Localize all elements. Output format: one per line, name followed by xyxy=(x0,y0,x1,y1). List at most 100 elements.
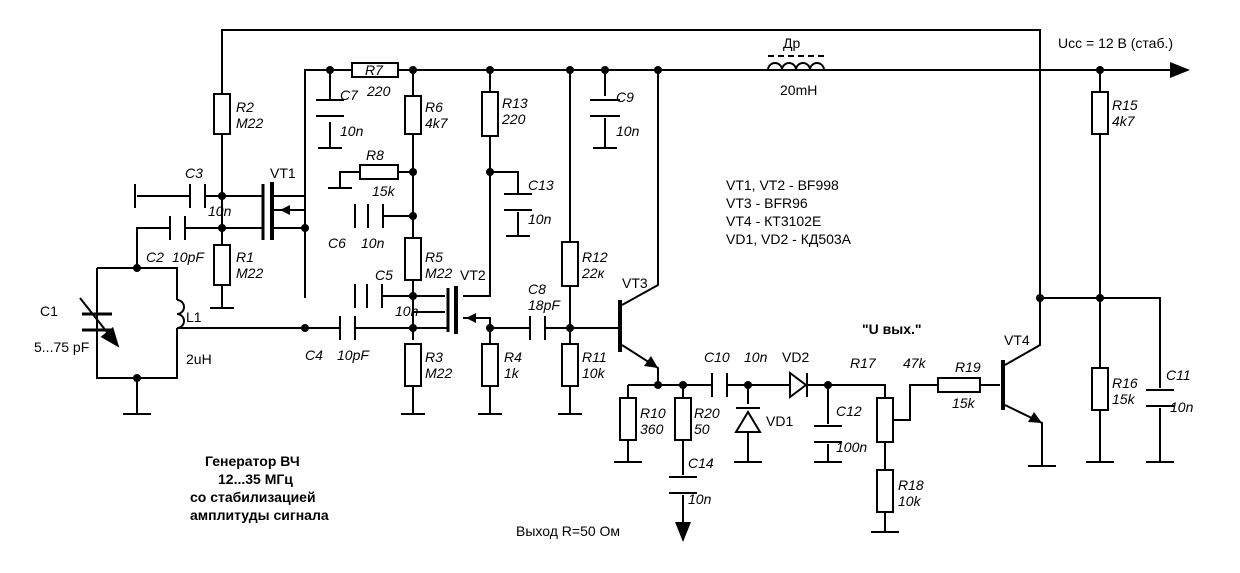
resistor-r1 xyxy=(213,244,231,286)
label-c13-ref: C13 xyxy=(528,177,554,193)
junction-dots xyxy=(133,66,1104,389)
transistor-vt4 xyxy=(1001,360,1042,423)
label-r16-value: 15k xyxy=(1112,391,1136,407)
label-c5-value: 10n xyxy=(395,303,419,319)
capacitors xyxy=(79,99,1174,494)
capacitor-c2 xyxy=(169,216,186,240)
label-c1-ref: C1 xyxy=(40,303,58,319)
label-r8-value: 15k xyxy=(372,183,396,199)
label-vd2: VD2 xyxy=(782,349,809,365)
label-r7-ref: R7 xyxy=(365,62,384,78)
diodes xyxy=(734,371,808,433)
resistor-r12 xyxy=(561,241,579,287)
label-r8-ref: R8 xyxy=(366,147,384,163)
label-c13-value: 10n xyxy=(528,211,552,227)
resistor-r10 xyxy=(619,397,637,441)
label-r10-ref: R10 xyxy=(640,405,666,421)
parts-list-line-4: VD1, VD2 - КД503А xyxy=(726,231,852,247)
label-r17-value: 47k xyxy=(903,355,927,371)
label-c6-ref: C6 xyxy=(328,235,346,251)
title-line-4: амплитуды сигнала xyxy=(190,507,329,523)
label-r20-value: 50 xyxy=(694,421,710,437)
label-c7-value: 10n xyxy=(340,123,364,139)
label-l1-value: 2uH xyxy=(186,351,212,367)
label-r6-ref: R6 xyxy=(425,99,443,115)
resistor-r13 xyxy=(481,91,499,137)
label-c12-ref: C12 xyxy=(836,403,862,419)
label-vt4: VT4 xyxy=(1004,332,1030,348)
capacitor-c11 xyxy=(1146,389,1174,407)
label-c6-value: 10n xyxy=(361,235,385,251)
diode-vd2 xyxy=(789,371,808,399)
label-r18-value: 10k xyxy=(898,493,922,509)
label-r15-value: 4k7 xyxy=(1112,113,1136,129)
transistor-vt3 xyxy=(610,300,658,368)
parts-list-line-2: VT3 - BFR96 xyxy=(726,195,808,211)
label-r11-value: 10k xyxy=(582,365,606,381)
inductor-choke xyxy=(767,62,825,71)
label-r19-value: 15k xyxy=(952,395,976,411)
label-c9-ref: C9 xyxy=(616,89,634,105)
label-c14-value: 10n xyxy=(688,491,712,507)
label-c3-ref: C3 xyxy=(185,165,203,181)
label-c10-ref: C10 xyxy=(704,349,730,365)
capacitor-c8 xyxy=(529,316,546,340)
label-c10-value: 10n xyxy=(744,349,768,365)
title-line-3: со стабилизацией xyxy=(190,489,316,505)
label-c11-ref: C11 xyxy=(1166,367,1191,383)
label-r6-value: 4k7 xyxy=(425,115,449,131)
resistors xyxy=(213,62,1109,513)
choke-ref: Др xyxy=(783,35,800,51)
label-vt3: VT3 xyxy=(622,275,648,291)
resistor-r2 xyxy=(213,93,231,135)
label-c7-ref: C7 xyxy=(340,87,359,103)
resistor-r17 xyxy=(876,397,894,443)
resistor-r19 xyxy=(937,377,981,393)
title-line-1: Генератор ВЧ xyxy=(205,453,300,469)
capacitor-c1 xyxy=(79,297,120,348)
label-r16-ref: R16 xyxy=(1112,375,1138,391)
label-r1-ref: R1 xyxy=(236,249,254,265)
label-r3-ref: R3 xyxy=(425,349,443,365)
label-r19-ref: R19 xyxy=(955,359,981,375)
resistor-r5 xyxy=(404,237,422,281)
inductors xyxy=(176,55,825,329)
capacitor-c13 xyxy=(504,193,532,211)
resistor-r4 xyxy=(481,343,499,387)
label-r2-value: M22 xyxy=(236,115,263,131)
parts-list-line-1: VT1, VT2 - BF998 xyxy=(726,177,839,193)
label-c4-ref: C4 xyxy=(305,347,323,363)
label-r20-ref: R20 xyxy=(694,405,720,421)
label-r4-ref: R4 xyxy=(504,349,522,365)
resistor-r11 xyxy=(561,343,579,387)
label-r12-ref: R12 xyxy=(582,249,608,265)
label-c2-ref: C2 xyxy=(146,249,164,265)
resistor-r15 xyxy=(1091,91,1109,135)
label-c4-value: 10pF xyxy=(337,347,370,363)
label-r10-value: 360 xyxy=(640,421,664,437)
capacitor-c10 xyxy=(711,373,728,397)
output-label: Выход R=50 Ом xyxy=(516,523,620,539)
label-c14-ref: C14 xyxy=(688,455,714,471)
label-c8-value: 18pF xyxy=(528,297,561,313)
inductor-l1 xyxy=(176,299,185,329)
diode-vd1 xyxy=(734,407,762,433)
resistor-r7 xyxy=(351,62,399,78)
label-r5-ref: R5 xyxy=(425,249,443,265)
label-r5-value: M22 xyxy=(425,265,452,281)
transistor-vt2 xyxy=(446,286,476,334)
resistor-r8 xyxy=(359,164,399,180)
capacitor-c4 xyxy=(339,316,356,340)
label-l1-ref: L1 xyxy=(186,309,202,325)
transistors xyxy=(261,182,1042,423)
label-r13-ref: R13 xyxy=(502,95,528,111)
choke-value: 20mH xyxy=(780,82,817,98)
capacitor-c3 xyxy=(189,184,206,208)
resistor-r3 xyxy=(404,343,422,387)
label-r1-value: M22 xyxy=(236,265,263,281)
label-c12-value: 100n xyxy=(836,439,867,455)
title-line-2: 12...35 МГц xyxy=(218,471,293,487)
wires xyxy=(96,29,1180,532)
label-r12-value: 22к xyxy=(581,265,606,281)
